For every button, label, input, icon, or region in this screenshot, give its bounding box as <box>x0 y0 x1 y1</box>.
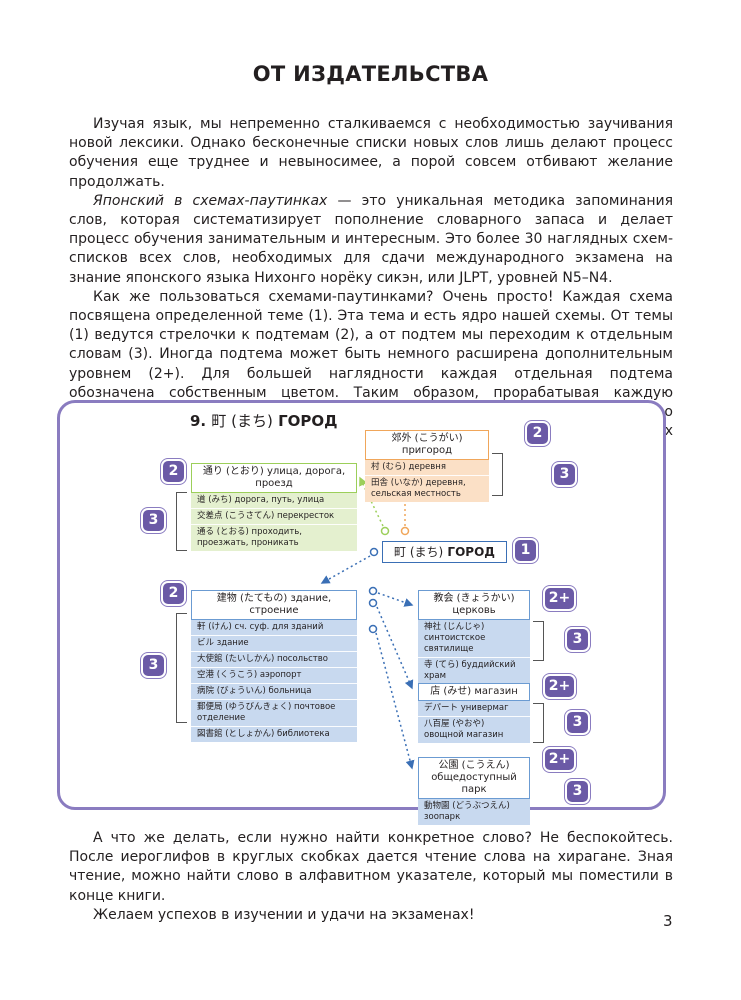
diagram-arrows <box>320 476 415 770</box>
central-topic: 町 (まち) ГОРОД <box>382 541 507 563</box>
diagram-title: 9. 町 (まち) ГОРОД <box>190 410 338 431</box>
list-item: 寺 (てら) буддийский храм <box>418 657 530 684</box>
central-topic-jp: 町 (まち) <box>394 545 444 559</box>
subtopic-park: 公園 (こうえん) общедоступный парк 動物園 (どうぶつえん… <box>418 757 530 825</box>
subtopic-building-head: 建物 (たてもの) здание, строение <box>191 590 357 620</box>
list-item: デパート универмаг <box>424 703 509 713</box>
subtopic-building: 建物 (たてもの) здание, строение 軒 (けん) сч. су… <box>191 590 357 742</box>
subtopic-street-list: 道 (みち) дорога, путь, улица 交差点 (こうさてん) п… <box>191 493 357 551</box>
intro-paragraph-2-text: — это уникальная методика запоминания сл… <box>69 192 673 286</box>
bracket <box>533 621 544 661</box>
list-item: 交差点 (こうさてん) перекресток <box>191 508 357 524</box>
subtopic-building-list: 軒 (けん) сч. суф. для зданий ビル здание 大使館… <box>191 620 357 742</box>
outro-paragraph-2: Желаем успехов в изучении и удачи на экз… <box>93 906 475 923</box>
list-item: 大使館 (たいしかん) посольство <box>191 651 357 667</box>
level-badge-2: 2 <box>163 583 184 604</box>
list-item: 空港 (くうこう) аэропорт <box>191 667 357 683</box>
subtopic-park-list: 動物園 (どうぶつえん) зоопарк <box>418 799 530 825</box>
list-item: 田舎 (いなか) деревня, сельская местность <box>365 475 489 502</box>
level-badge-2: 2 <box>527 423 548 444</box>
list-item: 神社 (じんじゃ) синтоистское святилище <box>424 622 486 654</box>
level-badge-2: 2 <box>163 461 184 482</box>
example-diagram: 9. 町 (まち) ГОРОД 町 (まち) ГОРОД 1 郊外 (こうがい)… <box>57 400 666 825</box>
subtopic-suburb: 郊外 (こうがい) пригород 村 (むら) деревня 田舎 (いな… <box>365 430 489 502</box>
intro-paragraph-1: Изучая язык, мы непременно сталкиваемся … <box>69 116 673 190</box>
level-badge-1: 1 <box>515 540 536 561</box>
diagram-title-jp: 町 (まち) <box>211 412 273 430</box>
subtopic-street: 通り (とおり) улица, дорога, проезд 道 (みち) до… <box>191 463 357 551</box>
list-item: 郵便局 (ゆうびんきょく) почтовое отделение <box>191 699 357 726</box>
outro-paragraph-1: А что же делать, если нужно найти конкре… <box>69 830 673 904</box>
diagram-title-number: 9. <box>190 412 207 430</box>
level-badge-3: 3 <box>567 781 588 802</box>
level-badge-3: 3 <box>554 464 575 485</box>
bracket <box>176 492 187 551</box>
central-topic-ru: ГОРОД <box>447 545 495 559</box>
level-badge-2-plus: 2+ <box>545 676 574 697</box>
subtopic-church: 教会 (きょうかい) церковь 神社 (じんじゃ) синтоистско… <box>418 590 530 684</box>
intro-paragraph-2: Японский в схемах-паутинках — это уникал… <box>69 192 673 288</box>
list-item: 道 (みち) дорога, путь, улица <box>197 495 325 505</box>
level-badge-2-plus: 2+ <box>545 749 574 770</box>
subtopic-shop: 店 (みせ) магазин デパート универмаг 八百屋 (やおや) … <box>418 683 530 743</box>
subtopic-shop-head: 店 (みせ) магазин <box>418 683 530 701</box>
list-item: 病院 (びょういん) больница <box>191 683 357 699</box>
level-badge-3: 3 <box>143 510 164 531</box>
list-item: 通る (とおる) проходить, проезжать, проникать <box>191 524 357 551</box>
subtopic-church-head: 教会 (きょうかい) церковь <box>418 590 530 620</box>
list-item: 動物園 (どうぶつえん) зоопарк <box>424 801 510 822</box>
subtopic-church-list: 神社 (じんじゃ) синтоистское святилище 寺 (てら) … <box>418 620 530 684</box>
list-item: 図書館 (としょかん) библиотека <box>191 726 357 742</box>
list-item: 軒 (けん) сч. суф. для зданий <box>197 622 324 632</box>
bracket <box>176 613 187 723</box>
subtopic-shop-list: デパート универмаг 八百屋 (やおや) овощной магазин <box>418 701 530 743</box>
bracket <box>533 703 544 743</box>
list-item: 八百屋 (やおや) овощной магазин <box>418 716 530 743</box>
subtopic-street-head: 通り (とおり) улица, дорога, проезд <box>191 463 357 493</box>
diagram-title-ru: ГОРОД <box>278 412 338 430</box>
level-badge-3: 3 <box>567 629 588 650</box>
list-item: 村 (むら) деревня <box>371 462 446 472</box>
subtopic-suburb-head: 郊外 (こうがい) пригород <box>365 430 489 460</box>
subtopic-park-head: 公園 (こうえん) общедоступный парк <box>418 757 530 799</box>
level-badge-3: 3 <box>143 655 164 676</box>
outro-text: А что же делать, если нужно найти конкре… <box>69 829 673 925</box>
subtopic-suburb-list: 村 (むら) деревня 田舎 (いなか) деревня, сельска… <box>365 460 489 502</box>
level-badge-3: 3 <box>567 712 588 733</box>
page-number: 3 <box>663 912 673 930</box>
list-item: ビル здание <box>191 635 357 651</box>
page-title: ОТ ИЗДАТЕЛЬСТВА <box>252 62 489 86</box>
bracket <box>492 453 503 496</box>
book-title-italic: Японский в схемах-паутинках <box>93 192 328 209</box>
level-badge-2-plus: 2+ <box>545 588 574 609</box>
